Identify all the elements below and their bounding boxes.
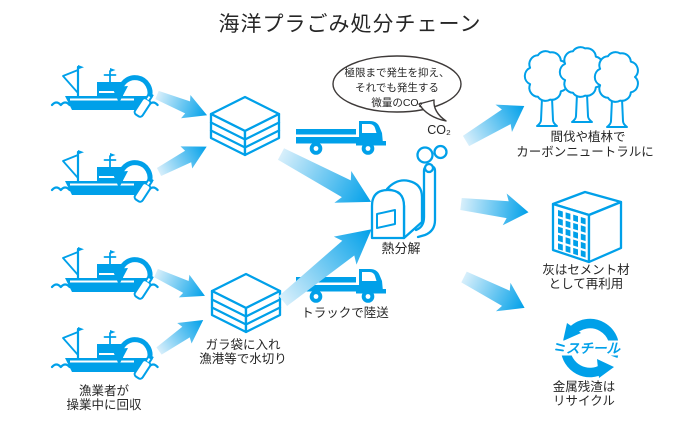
bubble-text-line: 極限まで発生を抑え、: [345, 66, 450, 79]
crate-icon: [210, 272, 282, 334]
flow-arrow: [459, 188, 531, 229]
flow-arrow: [456, 262, 532, 323]
metal-label: 金属残渣は リサイクル: [553, 379, 616, 408]
svg-text:リサイクル: リサイクル: [553, 394, 615, 408]
fishing-boat-icon: [52, 327, 158, 380]
co2-label: CO₂: [427, 123, 451, 137]
cement-label: 灰はセメント材 として再利用: [542, 263, 629, 291]
svg-text:カーボンニュートラルに: カーボンニュートラルに: [516, 145, 654, 159]
svg-text:金属残渣は: 金属残渣は: [553, 379, 616, 394]
bubble-text-line: それでも発生する: [355, 81, 439, 94]
fishermen-label: 漁業者が 操業中に回収: [66, 383, 142, 412]
pyrolysis-furnace-icon: [370, 144, 448, 240]
svg-text:漁業者が: 漁業者が: [79, 383, 130, 398]
flow-arrow: [153, 135, 213, 184]
bubble-text-line: 微量のCO₂: [371, 96, 422, 109]
pyrolysis-label: 熱分解: [381, 241, 420, 256]
fishing-boat-icon: [52, 247, 158, 300]
svg-text:ガラ袋に入れ: ガラ袋に入れ: [205, 338, 281, 352]
fishing-boat-icon: [52, 150, 158, 203]
trees-icon: [523, 46, 639, 128]
building-icon: [551, 190, 623, 264]
svg-text:間伐や植林で: 間伐や植林で: [550, 129, 625, 144]
flow-arrow: [152, 83, 212, 127]
bagging-label: ガラ袋に入れ 漁港等で水切り: [199, 338, 287, 366]
svg-text:として再利用: として再利用: [549, 277, 624, 291]
truck-label: トラックで陸送: [301, 305, 389, 320]
svg-text:漁港等で水切り: 漁港等で水切り: [199, 351, 287, 366]
truck-icon: [296, 121, 386, 155]
fishing-boat-icon: [52, 65, 158, 118]
crate-icon: [209, 95, 281, 157]
co2-speech-bubble: 極限まで発生を抑え、 それでも発生する 微量のCO₂: [332, 55, 462, 122]
steel-mark-label: スチール: [566, 341, 621, 356]
flow-arrow: [150, 261, 211, 308]
svg-text:操業中に回収: 操業中に回収: [66, 397, 142, 412]
page-title: 海洋プラごみ処分チェーン: [219, 13, 482, 36]
carbon-neutral-label: 間伐や植林で カーボンニュートラルに: [516, 129, 654, 159]
steel-recycle-icon: スチール: [550, 318, 632, 378]
svg-text:灰はセメント材: 灰はセメント材: [542, 263, 629, 277]
